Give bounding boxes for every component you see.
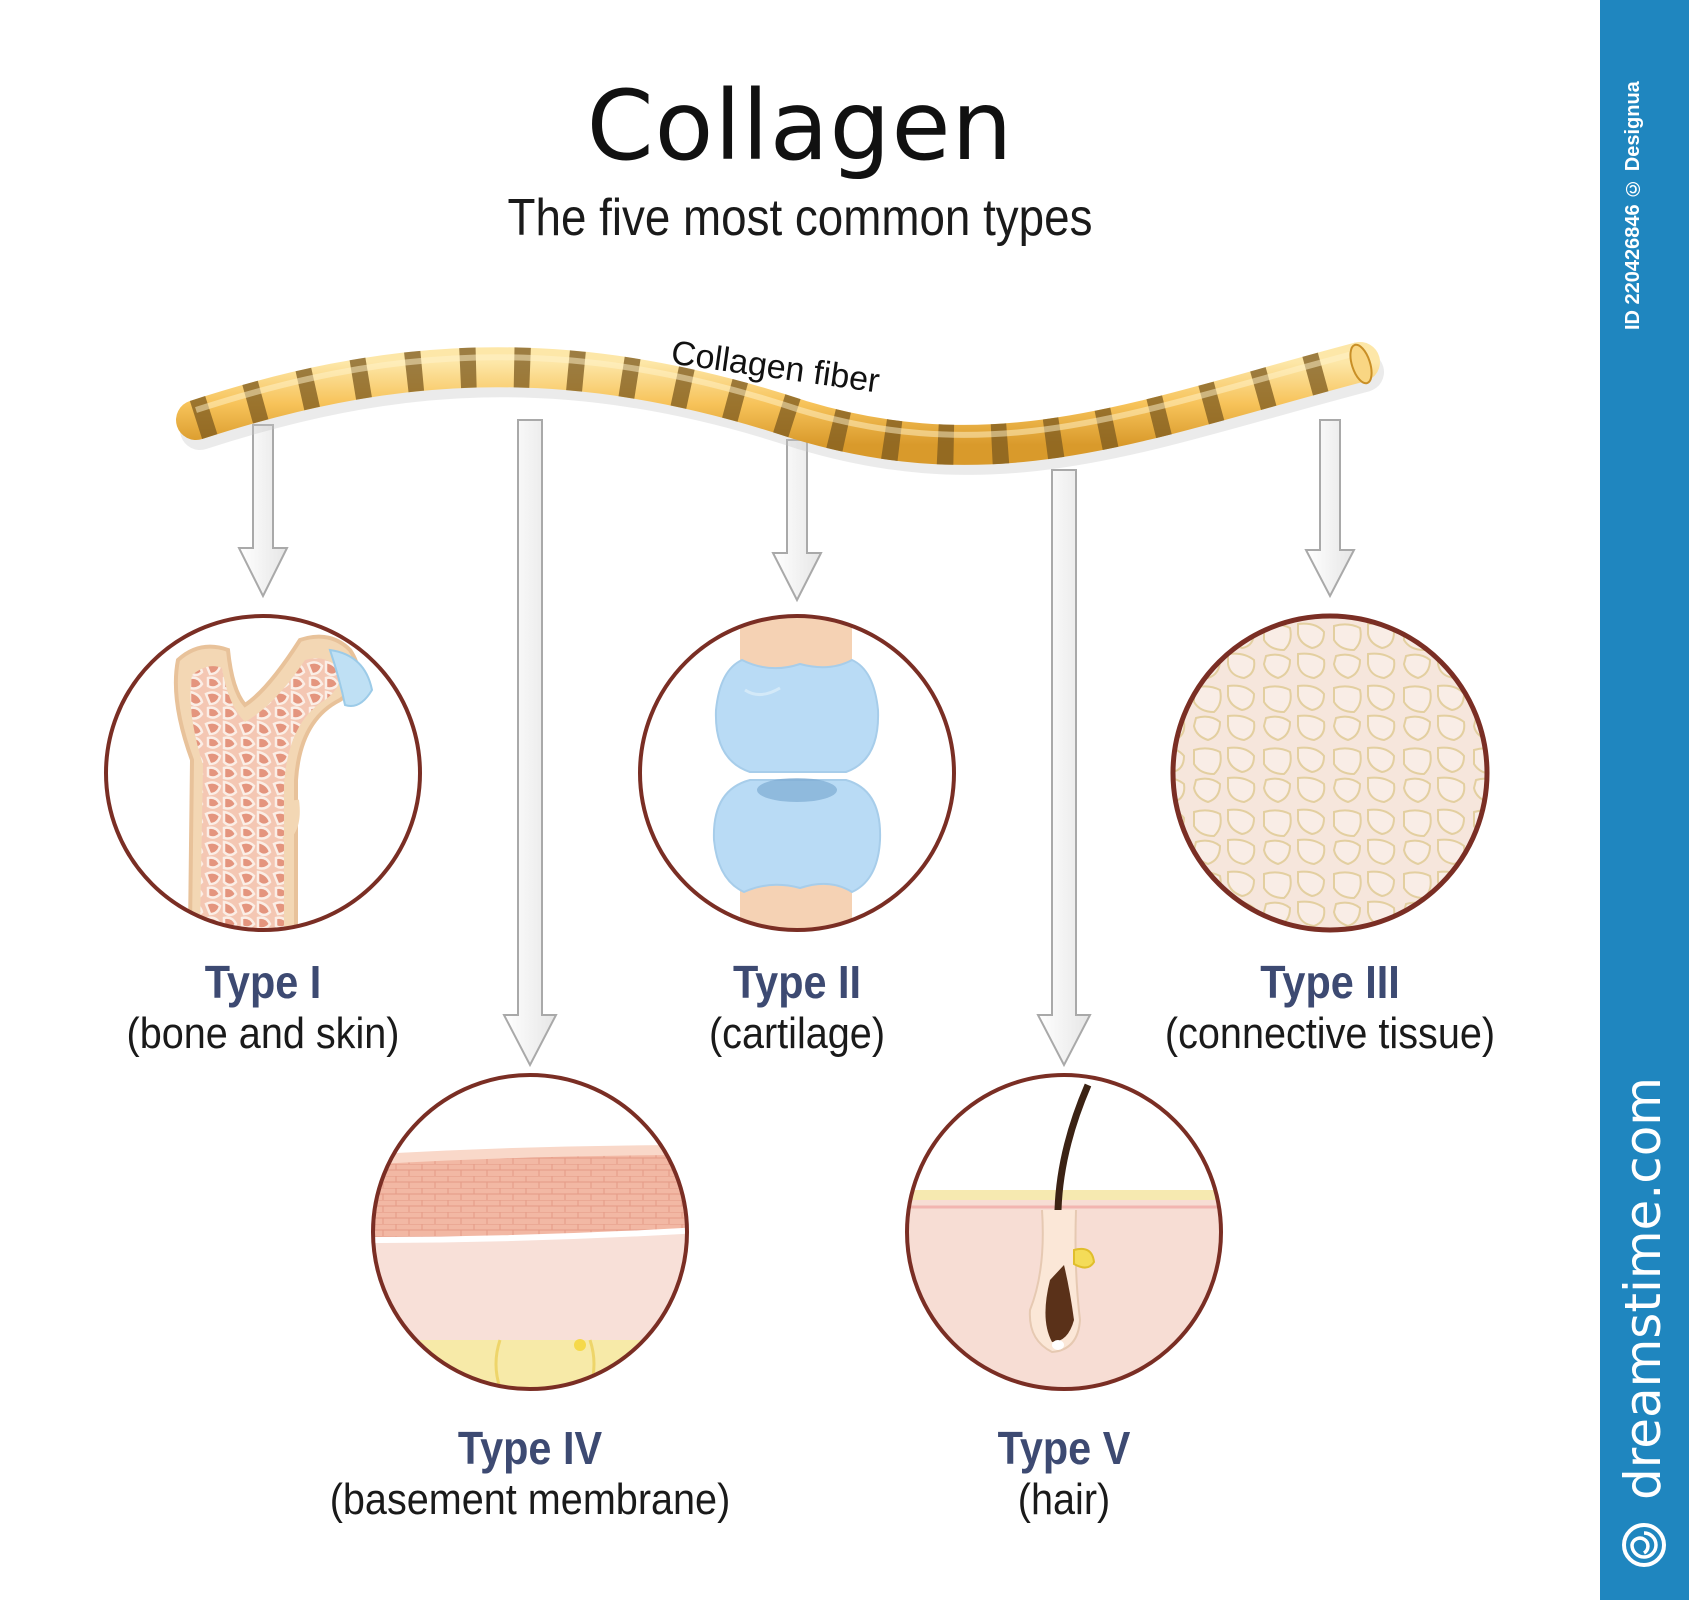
dreamstime-logo-icon xyxy=(1622,1523,1666,1567)
type-1-name: Type I xyxy=(204,956,322,1008)
type-1-label: Type I (bone and skin) xyxy=(3,956,523,1060)
page-subtitle: The five most common types xyxy=(507,189,1093,247)
watermark-sidebar xyxy=(1600,0,1689,1600)
arrow-type-4 xyxy=(502,419,558,1068)
watermark-id: ID 220426846 © Designua xyxy=(1622,81,1644,330)
type-4-desc: (basement membrane) xyxy=(329,1475,731,1524)
hair-follicle-icon xyxy=(905,1073,1223,1391)
type-5-label: Type V (hair) xyxy=(804,1422,1324,1526)
type-4-name: Type IV xyxy=(457,1422,603,1474)
cartilage-joint-icon xyxy=(638,614,956,932)
arrow-type-5 xyxy=(1036,469,1092,1068)
arrow-type-2 xyxy=(771,439,823,603)
type-1-desc: (bone and skin) xyxy=(126,1009,400,1058)
arrow-type-1 xyxy=(237,424,289,599)
type-2-desc: (cartilage) xyxy=(708,1009,886,1058)
type-3-desc: (connective tissue) xyxy=(1164,1009,1496,1058)
type-2-label: Type II (cartilage) xyxy=(537,956,1057,1060)
connective-tissue-icon xyxy=(1170,613,1490,933)
collagen-fiber xyxy=(176,342,1384,475)
page-title: Collagen xyxy=(586,70,1014,182)
type-5-name: Type V xyxy=(997,1422,1131,1474)
type-3-name: Type III xyxy=(1260,956,1400,1008)
type-2-name: Type II xyxy=(732,956,862,1008)
type-3-label: Type III (connective tissue) xyxy=(1070,956,1590,1060)
type-5-desc: (hair) xyxy=(1017,1475,1111,1524)
basement-membrane-icon xyxy=(371,1073,689,1391)
bone-icon xyxy=(104,614,422,932)
type-4-label: Type IV (basement membrane) xyxy=(270,1422,790,1526)
watermark-brand: dreamstime.com xyxy=(1614,1077,1672,1500)
arrows xyxy=(237,419,1356,1068)
arrow-type-3 xyxy=(1304,419,1356,599)
